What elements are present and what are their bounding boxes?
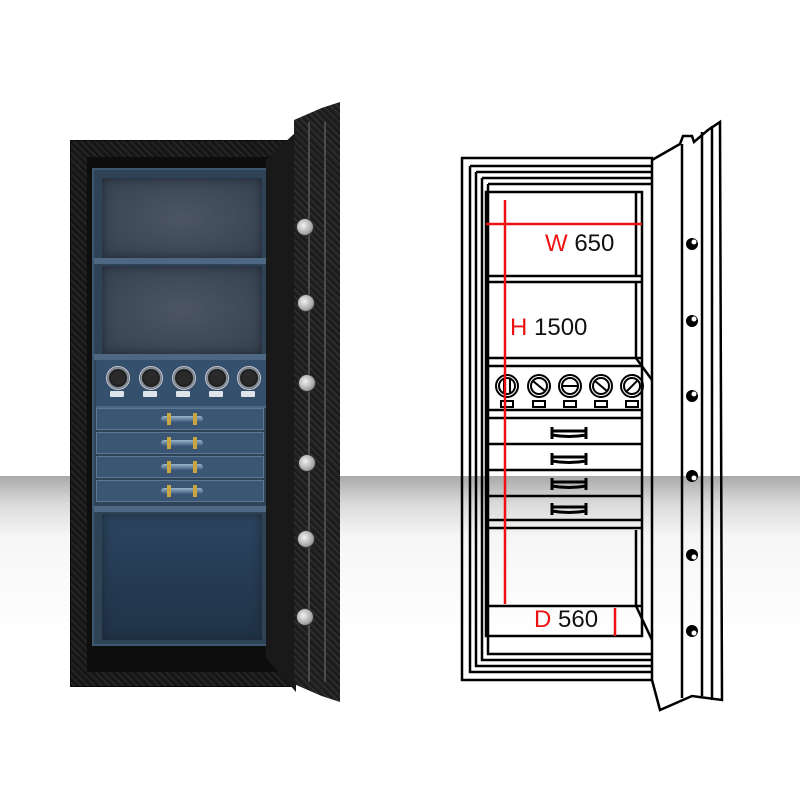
drawer[interactable] bbox=[96, 480, 264, 502]
winder-control-icon bbox=[209, 391, 223, 397]
locking-bolt-icon bbox=[296, 218, 314, 236]
safe-photo bbox=[70, 102, 340, 702]
height-value: 1500 bbox=[534, 314, 588, 341]
middle-shelf-bay bbox=[102, 266, 262, 354]
winder-control-icon bbox=[143, 391, 157, 397]
height-letter: H bbox=[510, 314, 528, 341]
bottom-compartment bbox=[102, 514, 262, 640]
locking-bolt-icon bbox=[296, 608, 314, 626]
height-label: H 1500 bbox=[510, 314, 587, 342]
watch-winder bbox=[205, 366, 229, 390]
watch-winder bbox=[106, 366, 130, 390]
shelf bbox=[94, 506, 266, 512]
drawer-handle-icon bbox=[161, 485, 203, 497]
winder-control-icon bbox=[241, 391, 255, 397]
drawer-handle-icon bbox=[161, 437, 203, 449]
locking-bolt-icon bbox=[298, 374, 316, 392]
safe-dimension-drawing: W 650 H 1500 D 560 bbox=[440, 100, 780, 720]
depth-letter: D bbox=[534, 606, 552, 633]
width-letter: W bbox=[545, 230, 568, 257]
depth-label: D 560 bbox=[534, 606, 598, 634]
watch-winder bbox=[139, 366, 163, 390]
watch-winder bbox=[237, 366, 261, 390]
drawer-handle-icon bbox=[161, 413, 203, 425]
drawer-handle-icon bbox=[161, 461, 203, 473]
locking-bolt-icon bbox=[297, 530, 315, 548]
safe-interior bbox=[92, 168, 268, 646]
drawer[interactable] bbox=[96, 432, 264, 454]
winder-control-icon bbox=[110, 391, 124, 397]
safe-outline-svg bbox=[460, 119, 724, 712]
drawer[interactable] bbox=[96, 456, 264, 478]
winder-control-icon bbox=[176, 391, 190, 397]
shelf bbox=[94, 258, 266, 264]
safe-door[interactable] bbox=[266, 102, 340, 702]
watch-winder bbox=[172, 366, 196, 390]
watch-winder-row bbox=[96, 360, 266, 408]
width-value: 650 bbox=[574, 230, 615, 257]
width-label: W 650 bbox=[545, 230, 614, 258]
shelf bbox=[94, 354, 266, 360]
drawer[interactable] bbox=[96, 408, 264, 430]
locking-bolt-icon bbox=[297, 294, 315, 312]
depth-value: 560 bbox=[558, 606, 599, 633]
locking-bolt-icon bbox=[298, 454, 316, 472]
upper-shelf-bay bbox=[102, 178, 262, 258]
